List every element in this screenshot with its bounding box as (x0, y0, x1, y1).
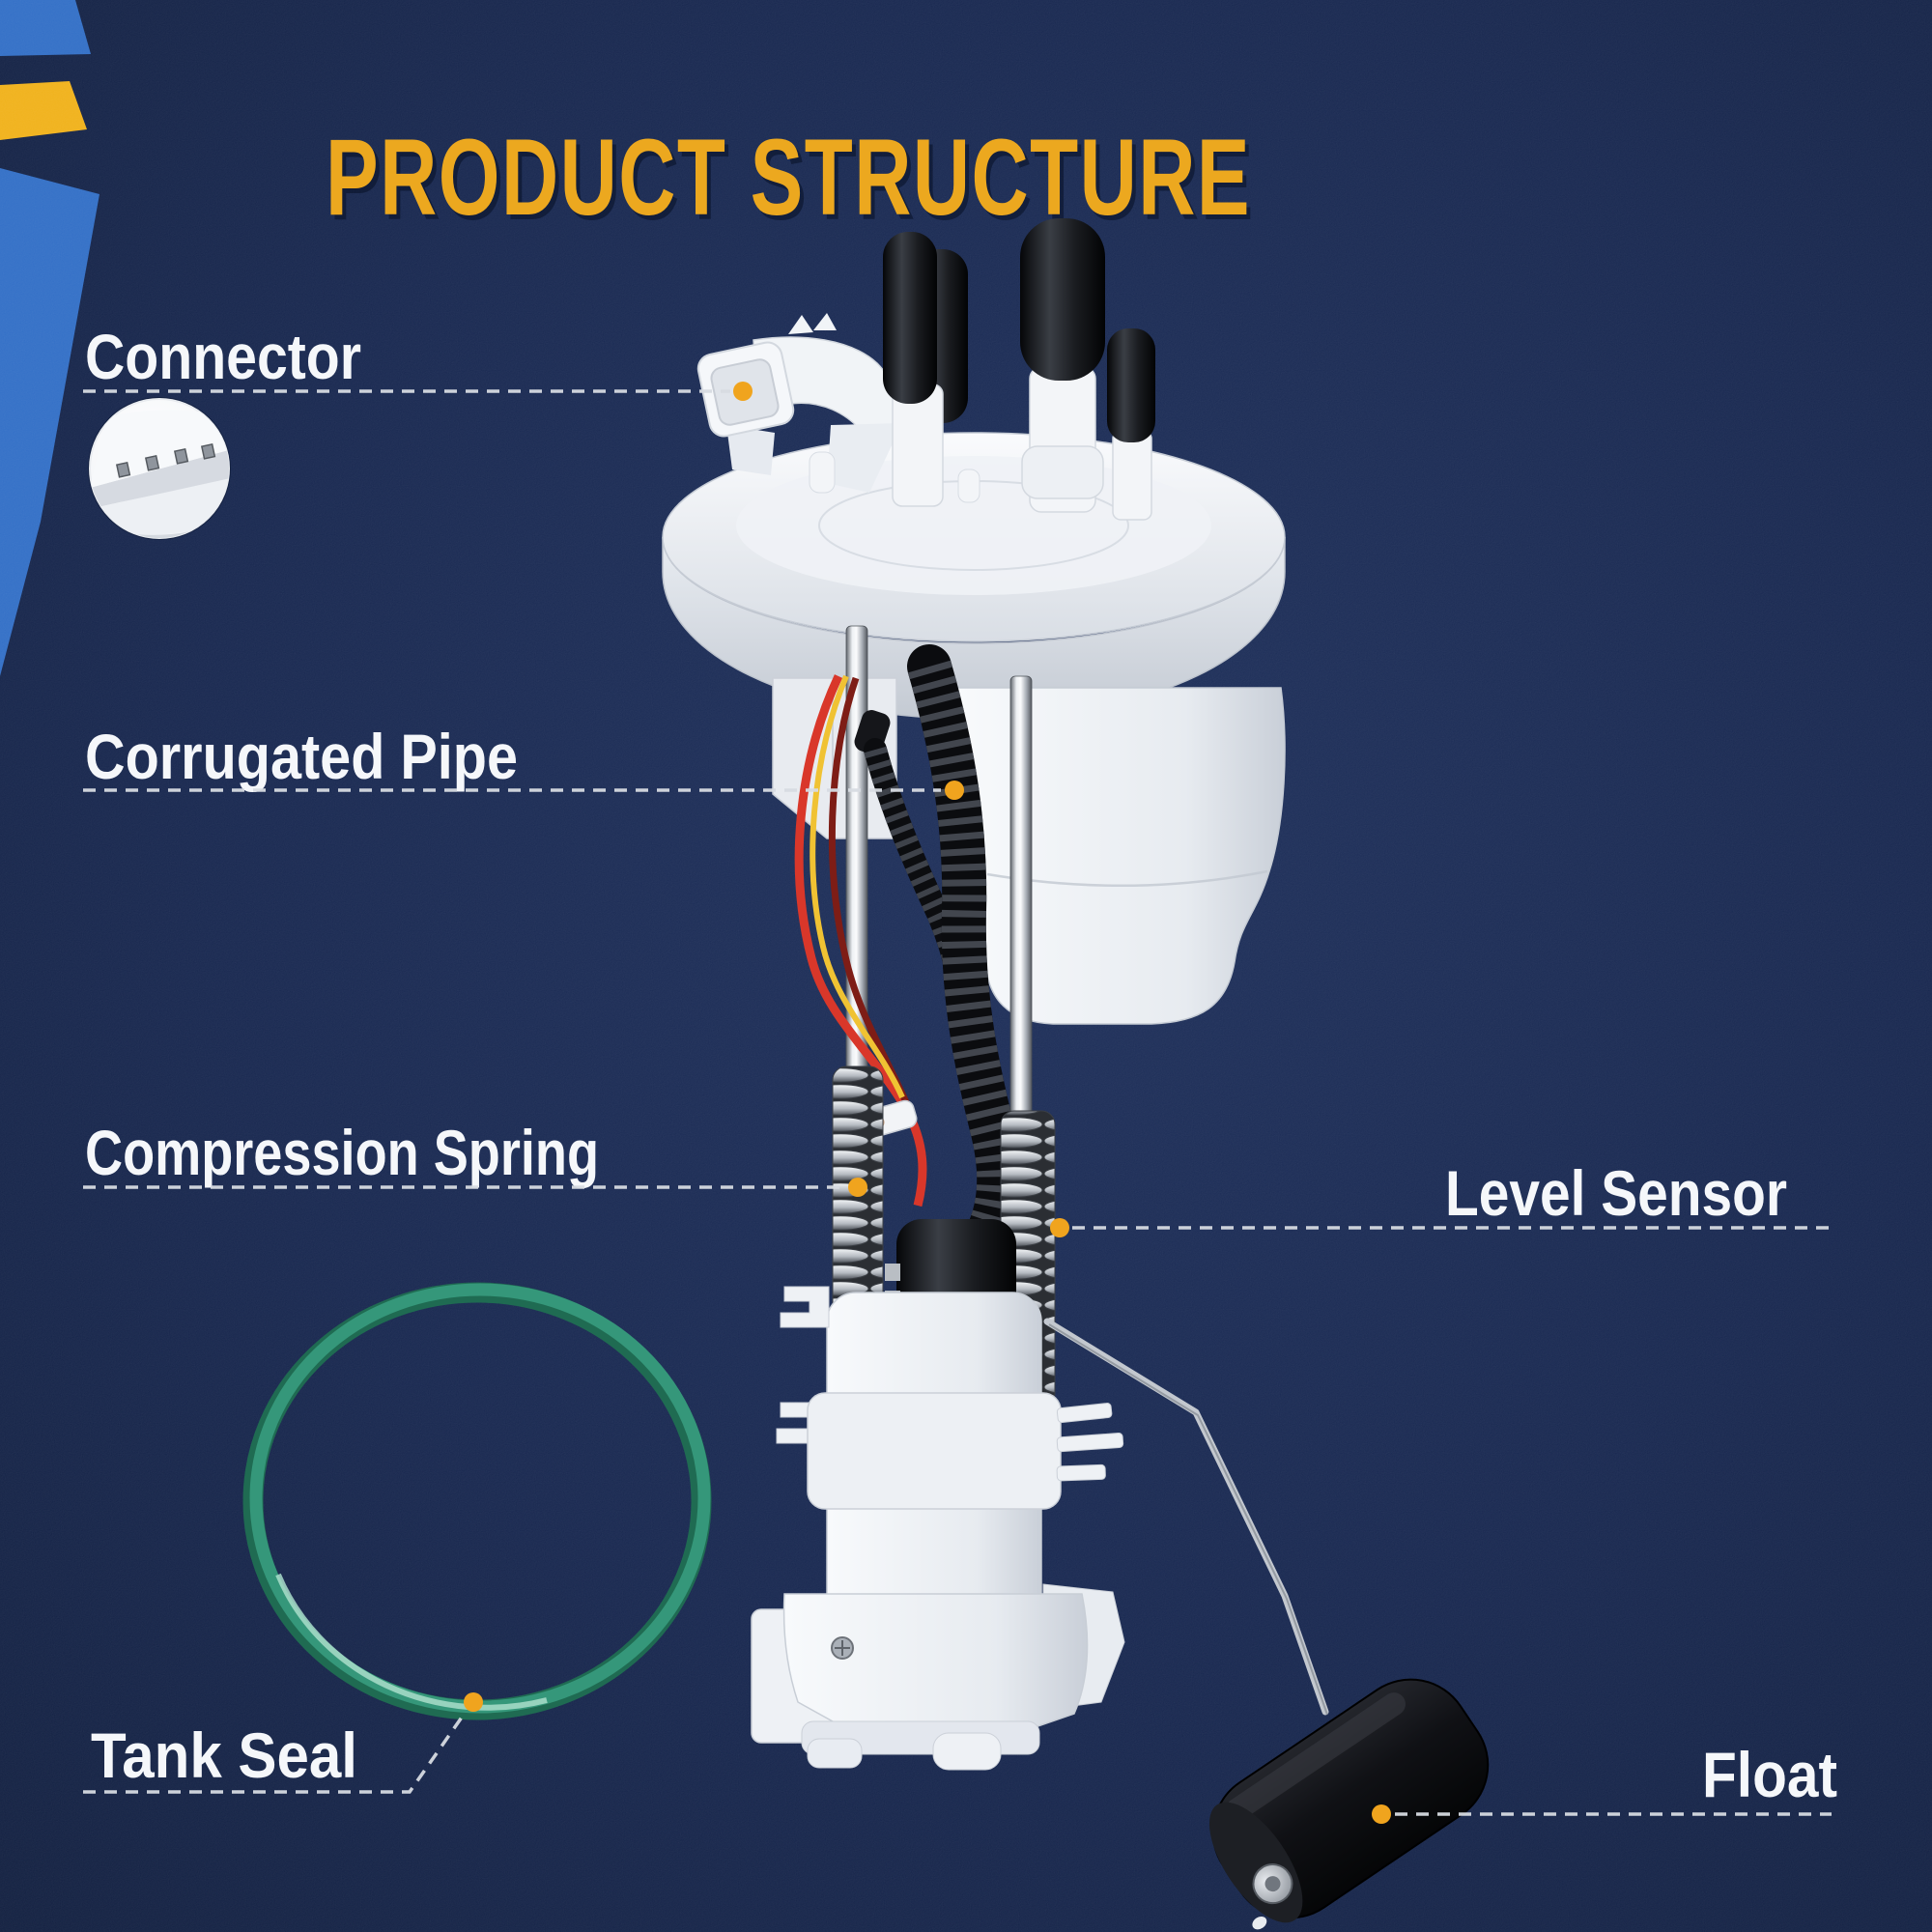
label-level-sensor: Level Sensor (1445, 1157, 1787, 1229)
label-compression-spring: Compression Spring (85, 1117, 599, 1188)
reservoir-base (782, 1593, 1089, 1732)
wire-yellow (810, 674, 905, 1099)
collar-fins (1056, 1403, 1124, 1482)
corrugated-pipe-part (907, 644, 1022, 1270)
guide-rod-right (1009, 675, 1033, 1123)
label-float: Float (1702, 1739, 1837, 1810)
wiring-harness (794, 674, 927, 1208)
port-cap-front (883, 232, 937, 404)
callout-dot-float-icon (1372, 1804, 1391, 1824)
outlet-ports (809, 218, 1155, 521)
page-title: PRODUCT STRUCTURE PRODUCT STRUCTURE (326, 117, 1255, 242)
label-tank-seal: Tank Seal (91, 1719, 357, 1791)
callout-dot-connector-icon (733, 382, 753, 401)
page-title-text: PRODUCT STRUCTURE (326, 117, 1251, 238)
callout-dot-level-sensor-icon (1050, 1218, 1069, 1237)
callout-dot-tank-seal-icon (464, 1692, 483, 1712)
callout-dot-corrugated-pipe-icon (945, 781, 964, 800)
reservoir-collar (807, 1392, 1062, 1510)
wire-dark-red (828, 676, 918, 1122)
fuel-pump-module (662, 218, 1490, 1930)
port-cap-large (1020, 218, 1105, 381)
connector-assembly (696, 313, 905, 493)
float-part (1208, 1678, 1490, 1930)
pump-reservoir (751, 1219, 1125, 1771)
callout-dot-compression-spring-icon (848, 1178, 867, 1197)
port-cap-small (1107, 328, 1155, 442)
callouts: Connector Corrugated Pipe Compression Sp… (83, 321, 1837, 1824)
wire-red (794, 674, 927, 1208)
leader-tank-seal (83, 1710, 468, 1794)
page-title-shadow: PRODUCT STRUCTURE (329, 122, 1255, 242)
label-corrugated-pipe: Corrugated Pipe (85, 721, 518, 792)
label-connector: Connector (85, 321, 361, 392)
